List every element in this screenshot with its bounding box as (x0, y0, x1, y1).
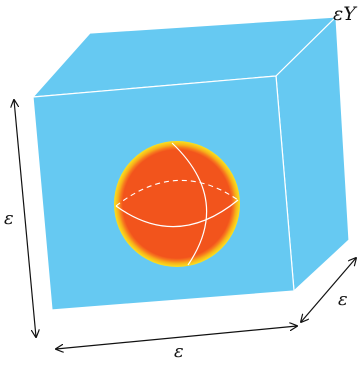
cube-name-label: εY (333, 3, 358, 25)
height-label: ε (4, 208, 14, 229)
sphere-equator-back (115, 179, 239, 207)
width-arrow (56, 326, 297, 349)
sphere-meridian (171, 142, 208, 266)
sphere-inclusion (114, 141, 240, 267)
sphere-body (114, 141, 240, 267)
width-label: ε (174, 341, 184, 362)
height-arrow (14, 100, 36, 337)
dimension-arrows (14, 100, 356, 349)
sphere-equator-front (115, 199, 239, 228)
depth-label: ε (338, 289, 348, 310)
depth-arrow (301, 258, 356, 322)
